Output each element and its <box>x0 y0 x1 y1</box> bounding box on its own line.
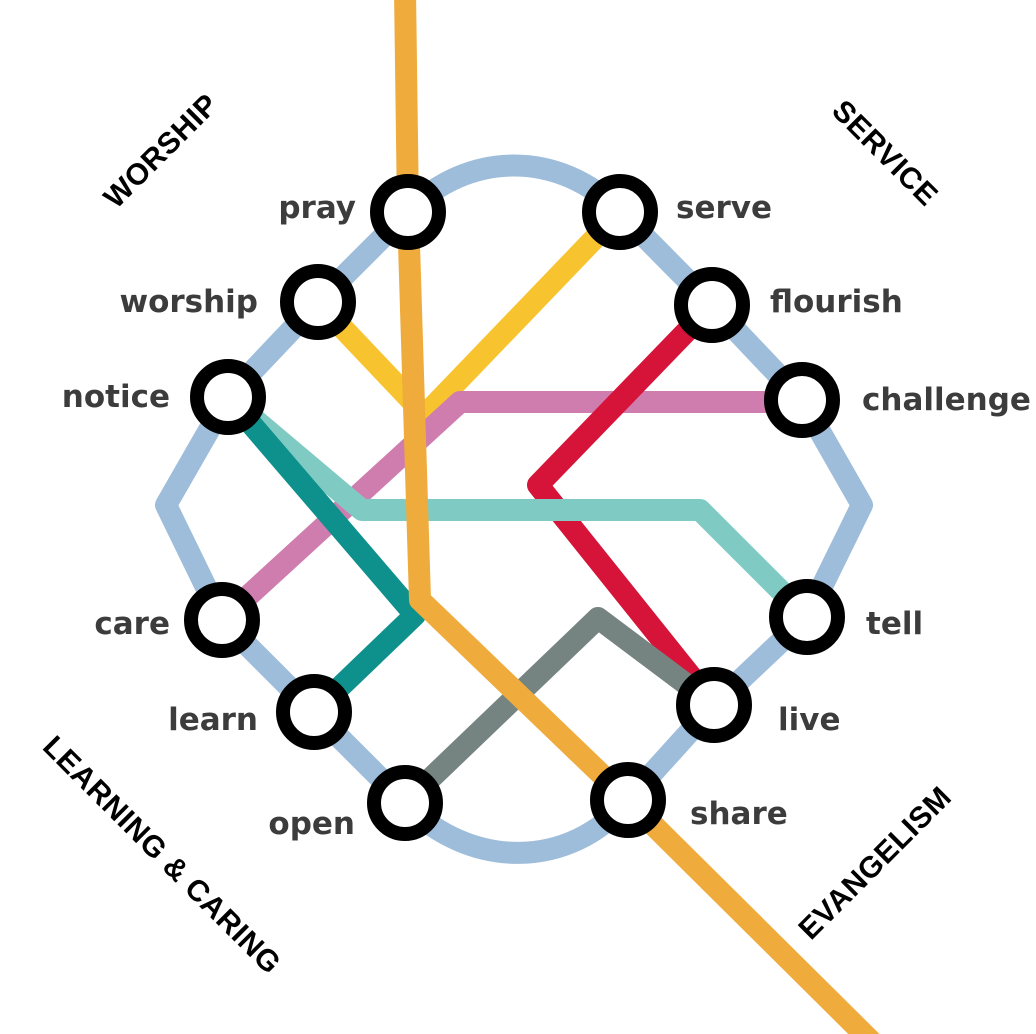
light-teal-line <box>217 386 818 628</box>
gray-line <box>394 607 725 814</box>
label-open: open <box>268 806 355 842</box>
station-share[interactable] <box>590 762 666 838</box>
label-flourish: flourish <box>770 284 903 320</box>
label-notice: notice <box>62 379 170 415</box>
label-care: care <box>94 606 170 642</box>
quadrant-worship: WORSHIP <box>98 88 225 215</box>
label-worship: worship <box>119 284 258 320</box>
station-live[interactable] <box>676 667 752 743</box>
label-pray: pray <box>278 190 356 226</box>
label-tell: tell <box>866 606 923 642</box>
station-pray[interactable] <box>370 174 446 250</box>
station-open[interactable] <box>367 765 443 841</box>
label-live: live <box>778 702 840 738</box>
quadrant-service: SERVICE <box>825 94 944 213</box>
station-challenge[interactable] <box>764 362 840 438</box>
station-worship[interactable] <box>280 264 356 340</box>
quadrant-evangelism: EVANGELISM <box>793 781 959 947</box>
label-challenge: challenge <box>862 382 1031 418</box>
station-learn[interactable] <box>276 674 352 750</box>
station-serve[interactable] <box>582 174 658 250</box>
pink-line <box>211 391 813 631</box>
orange-line <box>394 0 880 1034</box>
station-flourish[interactable] <box>674 267 750 343</box>
station-tell[interactable] <box>769 579 845 655</box>
station-care[interactable] <box>184 582 260 658</box>
red-line <box>527 294 725 716</box>
label-share: share <box>690 796 788 832</box>
station-notice[interactable] <box>190 359 266 435</box>
quadrant-learning-caring: LEARNING & CARING <box>36 730 287 981</box>
dark-teal-line <box>217 386 426 723</box>
label-learn: learn <box>168 702 258 738</box>
label-serve: serve <box>676 190 772 226</box>
